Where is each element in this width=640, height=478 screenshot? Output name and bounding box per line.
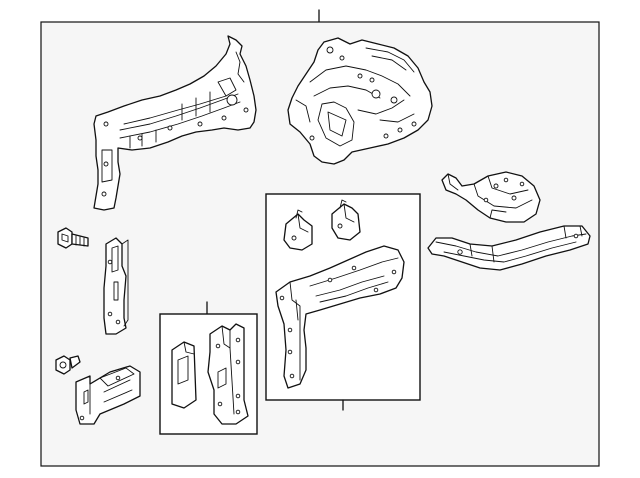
- box-lower-parts[interactable]: [159, 301, 258, 435]
- side-rail-right-icon[interactable]: [427, 225, 591, 271]
- reinforcement-plate-icon[interactable]: [103, 237, 129, 335]
- front-rail-section-icon[interactable]: [275, 245, 405, 389]
- small-bracket-left-icon[interactable]: [283, 209, 313, 251]
- nut-lower-icon[interactable]: [55, 355, 81, 375]
- small-bracket-right-icon[interactable]: [331, 199, 361, 241]
- inner-bracket-icon[interactable]: [207, 323, 249, 425]
- mount-bracket-right-icon[interactable]: [441, 171, 541, 223]
- bolt-upper-icon[interactable]: [57, 227, 89, 249]
- wheelhouse-assembly-icon[interactable]: [287, 37, 433, 165]
- bracket-lower-icon[interactable]: [75, 365, 141, 425]
- box-center-parts[interactable]: [265, 193, 421, 411]
- shim-plate-icon[interactable]: [171, 341, 197, 409]
- apron-rail-upper-icon[interactable]: [93, 35, 257, 211]
